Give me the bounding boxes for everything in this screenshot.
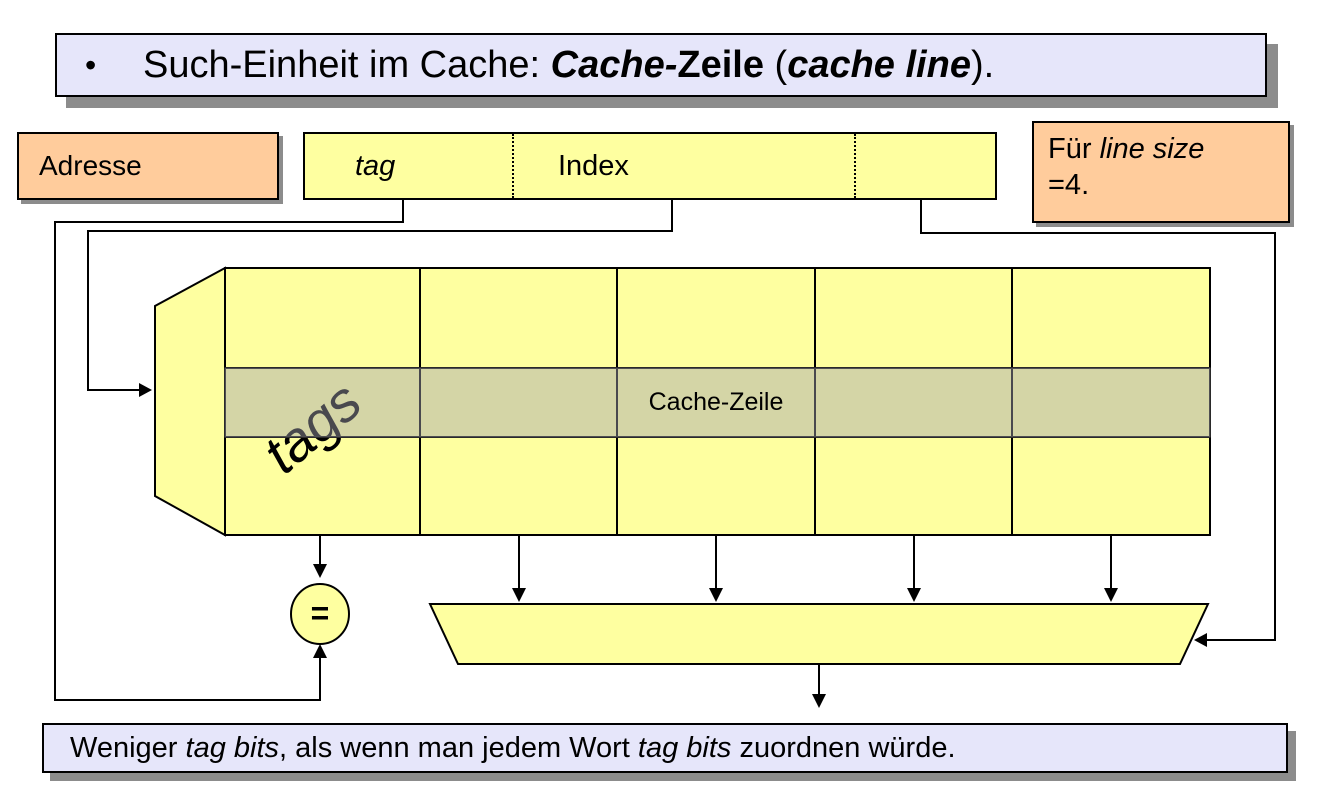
footer-prefix: Weniger (70, 732, 186, 764)
offset-connector-arrowhead (1194, 633, 1207, 647)
comparator-circle (290, 583, 350, 645)
word2-to-mux-arrowhead (907, 588, 921, 602)
title-box: • Such-Einheit im Cache: Cache-Zeile (cac… (55, 33, 1267, 97)
index-connector-line (87, 200, 673, 391)
offset-connector-line (920, 200, 1276, 641)
word0-to-mux-arrowhead (512, 588, 526, 602)
title-term-de-italic: Cache- (550, 44, 678, 86)
note-line1-italic: line size (1099, 133, 1205, 165)
note-line1-prefix: Für (1048, 133, 1100, 165)
address-label-box: Adresse (17, 132, 279, 200)
address-field-offset (853, 134, 995, 198)
title-prefix: Such-Einheit im Cache: (143, 44, 551, 86)
note-line2: =4. (1048, 169, 1090, 201)
tag-connector-arrowhead (313, 644, 327, 658)
mux-shape (428, 603, 1210, 665)
mux-output-arrowhead (812, 694, 826, 708)
cache-array (224, 267, 1211, 536)
footer-suffix: zuordnen würde. (731, 732, 956, 764)
word3-to-mux-arrowhead (1104, 588, 1118, 602)
tags-to-comparator-arrowhead (313, 564, 327, 578)
footer-italic2: tag bits (637, 732, 732, 764)
bullet-icon: • (85, 47, 97, 83)
word1-to-mux-arrowhead (709, 588, 723, 602)
address-field-tag: tag (355, 150, 396, 182)
address-field-bar: tag Index (303, 132, 997, 200)
footer-middle: , als wenn man jedem Wort (279, 732, 638, 764)
address-label: Adresse (39, 150, 142, 181)
tag-connector-line (54, 200, 404, 701)
line-size-note-box: Für line size =4. (1032, 121, 1290, 223)
title-term-de-bold: Zeile (677, 44, 764, 86)
comparator-equals-label: = (310, 595, 330, 631)
footer-italic1: tag bits (185, 732, 280, 764)
title-paren-open: ( (763, 44, 788, 86)
index-connector-arrowhead (139, 383, 152, 397)
address-field-index: Index (511, 134, 854, 198)
title-term-en: cache line (787, 44, 971, 86)
footer-note-box: Weniger tag bits, als wenn man jedem Wor… (42, 723, 1288, 773)
cache-line-label: Cache-Zeile (648, 388, 784, 416)
cache-line-highlight (224, 367, 1211, 438)
row-decoder-shape (154, 266, 226, 537)
title-paren-close: ). (970, 44, 995, 86)
